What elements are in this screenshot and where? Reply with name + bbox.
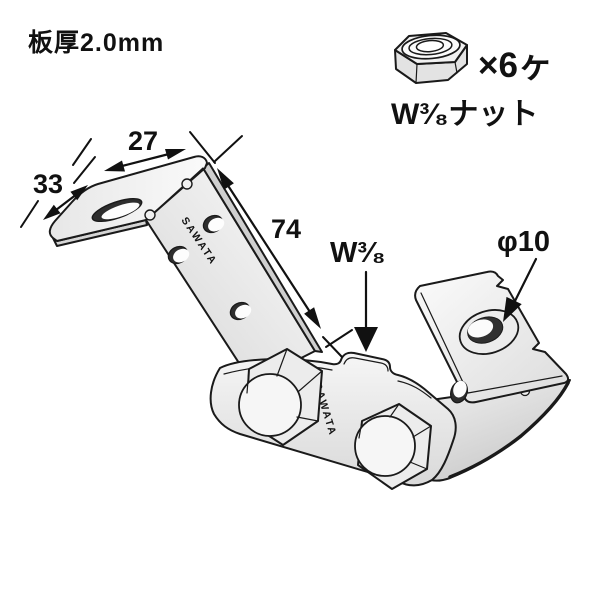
- hole-diameter-label: φ10: [497, 226, 550, 258]
- dim-33-arrow: [20, 156, 96, 228]
- side-face-bottom-edge: [448, 381, 570, 479]
- bracket-right: [410, 270, 571, 482]
- dim-33-label: 33: [33, 169, 63, 199]
- small-hole: [450, 380, 468, 404]
- arm-hole: [229, 301, 252, 321]
- hole-diameter-arrow: [503, 257, 538, 322]
- nut-type-label: W³⁄₈ナット: [391, 98, 538, 131]
- dim-74-label: 74: [271, 214, 301, 244]
- crease-dimple: [181, 178, 193, 190]
- dim-27-arrow: [72, 131, 216, 172]
- rod-thread-label: W³⁄₈: [330, 237, 385, 269]
- plate-thickness-line: [420, 292, 563, 394]
- crease-dimple: [144, 209, 156, 221]
- nut-icon: [394, 32, 468, 84]
- dim-27-label: 27: [128, 126, 158, 156]
- bracket-left: SAWATA: [48, 155, 323, 384]
- bolt-left: [238, 348, 323, 446]
- arm-hole: [167, 245, 190, 265]
- fold-crease: [145, 167, 204, 221]
- arm-hole: [202, 214, 225, 234]
- dim-74-arrow: [213, 135, 353, 358]
- bolt-right: [354, 403, 432, 490]
- slot-hole: [91, 197, 143, 223]
- plate-thickness-label: 板厚2.0mm: [28, 29, 164, 57]
- rod-thread-arrow: [354, 270, 378, 352]
- nut-count-label: ×6ヶ: [478, 46, 553, 85]
